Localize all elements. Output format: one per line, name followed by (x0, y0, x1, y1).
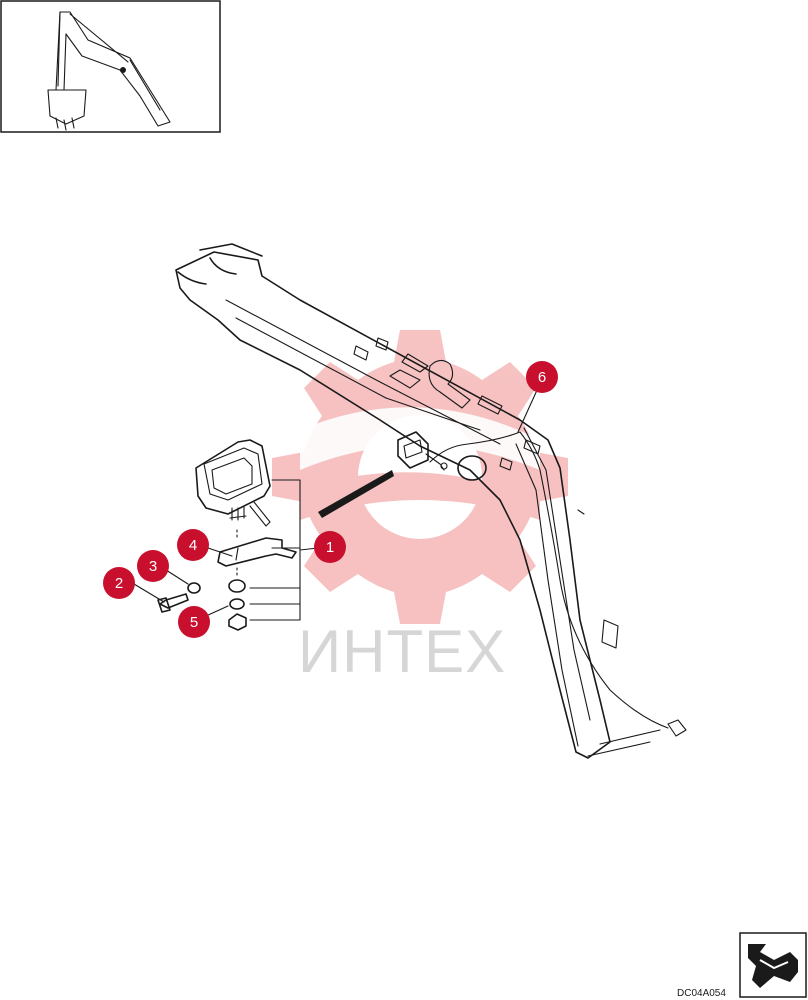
callout-label: 2 (115, 575, 123, 592)
next-page-button[interactable] (739, 932, 807, 998)
wiring-harness (429, 431, 687, 737)
excavator-boom (175, 243, 661, 759)
lamp-bracket (217, 537, 297, 567)
mounting-hardware (157, 579, 247, 631)
callout-5[interactable]: 5 (178, 606, 210, 638)
overview-inset (0, 0, 221, 133)
next-page-arrow-icon (748, 944, 798, 988)
callout-label: 1 (326, 539, 334, 556)
callout-6[interactable]: 6 (526, 361, 558, 393)
leader-arrow (318, 470, 394, 518)
callout-4[interactable]: 4 (177, 529, 209, 561)
work-lamp (195, 439, 271, 527)
callout-1[interactable]: 1 (314, 531, 346, 563)
callout-label: 4 (189, 537, 197, 554)
callout-label: 5 (190, 614, 198, 631)
mounted-lamp (397, 431, 448, 471)
callout-label: 6 (538, 369, 546, 386)
drawing-code: DC04A054 (677, 988, 726, 999)
excavator-overview-icon (47, 11, 171, 131)
callout-3[interactable]: 3 (137, 550, 169, 582)
callout-2[interactable]: 2 (103, 567, 135, 599)
watermark-text: ИНТЕХ (298, 618, 506, 685)
watermark-logo (272, 330, 568, 624)
leader-lines (133, 387, 539, 621)
callout-label: 3 (149, 558, 157, 575)
